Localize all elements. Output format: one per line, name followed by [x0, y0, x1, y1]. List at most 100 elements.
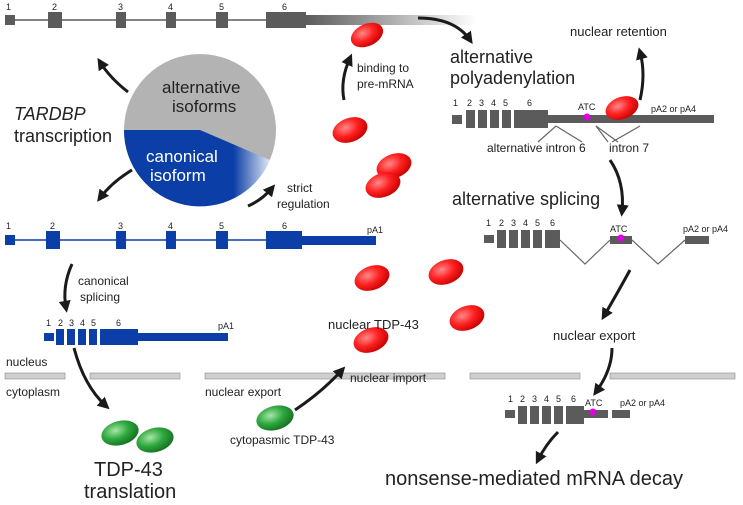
canonical-exon-number-6: 6	[282, 221, 287, 231]
alt-polyA-label-2: polyadenylation	[450, 68, 575, 88]
green-tdp43-1	[101, 420, 139, 446]
binding-arrow	[341, 53, 353, 101]
export-exon-number-4: 4	[544, 394, 549, 404]
binding-label-2: pre-mRNA	[357, 77, 414, 91]
red-tdp43-a	[332, 117, 368, 143]
red-tdp43-e	[428, 259, 464, 285]
splice-exon-number-2: 2	[499, 218, 504, 228]
nuclear-export-right-label: nuclear export	[553, 328, 636, 343]
splice-exon-number-6: 6	[550, 218, 555, 228]
top-gene-structure: 1 2 3 4 5 6	[5, 2, 476, 28]
canonical-splicing-arrow	[58, 263, 74, 313]
canonical-exon-number-5: 5	[219, 221, 224, 231]
nuclear-tdp43-label: nuclear TDP-43	[328, 317, 419, 332]
polyA-exon-number-3: 3	[479, 98, 484, 108]
export-exon-number-6: 6	[571, 394, 576, 404]
polyA-atc-label: ATC	[578, 102, 596, 112]
arrow-to-nmd	[535, 430, 560, 465]
export-exon-number-2: 2	[520, 394, 525, 404]
nuclear-import-arrow	[294, 366, 346, 412]
green-tdp43-3	[256, 405, 294, 431]
arrow-to-nuclear-export	[601, 269, 632, 321]
polyA-exon-number-6: 6	[527, 98, 532, 108]
export-exon-number-3: 3	[532, 394, 537, 404]
mrna-exon-number-1: 1	[46, 318, 51, 328]
canonical-splicing-label-2: splicing	[80, 290, 120, 304]
canonical-exon-number-2: 2	[50, 221, 55, 231]
alternative-isoforms-label-1: alternative	[162, 78, 240, 97]
polyA-exon-number-2: 2	[467, 98, 472, 108]
canonical-isoform-label-2: isoform	[150, 166, 206, 185]
nucleus-label: nucleus	[6, 355, 47, 369]
arrow-to-alt-splicing	[608, 159, 629, 217]
canonical-mrna: 1 2 3 4 5 6 pA1	[44, 318, 234, 345]
intron7-label: intron 7	[609, 141, 649, 155]
splice-exon-number-5: 5	[535, 218, 540, 228]
red-tdp43-c	[365, 172, 401, 198]
polyA-pa2-pa4-label: pA2 or pA4	[651, 104, 696, 114]
export-atc-label: ATC	[585, 398, 603, 408]
translation-label-1: TDP-43	[94, 459, 163, 481]
mrna-exon-number-2: 2	[58, 318, 63, 328]
regulation-label: regulation	[277, 197, 330, 211]
polyA-exon-number-1: 1	[453, 98, 458, 108]
mrna-exon-number-3: 3	[69, 318, 74, 328]
exon-number-3: 3	[118, 2, 123, 12]
alternative-isoforms-label-2: isoforms	[172, 97, 236, 116]
export-exon-number-5: 5	[556, 394, 561, 404]
alt-splicing-label: alternative splicing	[452, 189, 600, 209]
splice-exon-number-1: 1	[486, 218, 491, 228]
splice-exon-number-3: 3	[511, 218, 516, 228]
red-tdp43-f	[449, 305, 485, 331]
polyA-exon-number-4: 4	[491, 98, 496, 108]
canonical-pa1-label: pA1	[367, 225, 383, 235]
mrna-pa1-label: pA1	[218, 321, 234, 331]
arrow-to-canonical	[97, 168, 133, 202]
exon-number-1: 1	[6, 2, 11, 12]
exon-number-2: 2	[52, 2, 57, 12]
mrna-exon-number-6: 6	[116, 318, 121, 328]
red-tdp43-binding	[350, 22, 384, 48]
mrna-exon-number-4: 4	[80, 318, 85, 328]
cytoplasm-label: cytoplasm	[6, 385, 60, 399]
canonical-exon-number-1: 1	[6, 221, 11, 231]
exported-mrna: 1 2 3 4 5 6 ATC pA2 or pA4	[505, 394, 665, 424]
alt-intron6-label: alternative intron 6	[487, 141, 586, 155]
strict-label: strict	[287, 181, 313, 195]
translation-label-2: translation	[84, 481, 176, 503]
export-pa2-pa4-label: pA2 or pA4	[620, 398, 665, 408]
arrow-through-membrane	[593, 347, 614, 396]
arrow-to-alt-isoform	[97, 57, 129, 94]
canonical-exon-number-4: 4	[168, 221, 173, 231]
canonical-isoform-label-1: canonical	[146, 147, 218, 166]
arrow-to-polyadenylation	[417, 16, 473, 44]
polyA-exon-number-5: 5	[503, 98, 508, 108]
tardbp-label: TARDBP	[14, 104, 86, 124]
transcription-label: transcription	[14, 126, 112, 146]
red-tdp43-d	[354, 265, 390, 291]
exon-number-5: 5	[219, 2, 224, 12]
splice-atc-label: ATC	[610, 224, 628, 234]
canonical-splicing-label-1: canonical	[78, 274, 129, 288]
alt-splicing-structure: 1 2 3 4 5 6 ATC pA2 or pA4	[484, 218, 728, 265]
export-exon-number-1: 1	[508, 394, 513, 404]
nuclear-retention-arrow	[636, 47, 648, 101]
splice-pa2-pa4-label: pA2 or pA4	[683, 224, 728, 234]
cytoplasmic-tdp43-label: cytopasmic TDP-43	[230, 433, 335, 447]
canonical-gene-structure: 1 2 3 4 5 6 pA1	[5, 221, 383, 249]
strict-regulation-arrow	[247, 184, 276, 208]
alt-polyA-label-1: alternative	[450, 47, 533, 67]
nmd-label: nonsense-mediated mRNA decay	[385, 468, 683, 490]
binding-label-1: binding to	[357, 61, 409, 75]
red-tdp43-g	[353, 327, 389, 353]
arrow-to-translation	[72, 347, 110, 410]
isoform-pie: alternative isoforms canonical isoform	[123, 54, 276, 207]
exon-number-4: 4	[168, 2, 173, 12]
nuclear-export-left-label: nuclear export	[205, 385, 282, 399]
red-tdp43-retention	[605, 96, 639, 120]
nuclear-membrane	[4, 372, 736, 380]
exon-number-6: 6	[282, 2, 287, 12]
green-tdp43-2	[136, 427, 174, 453]
polyadenylation-structure: 1 2 3 4 5 6 ATC pA2 or pA4 alternative i…	[452, 96, 714, 155]
